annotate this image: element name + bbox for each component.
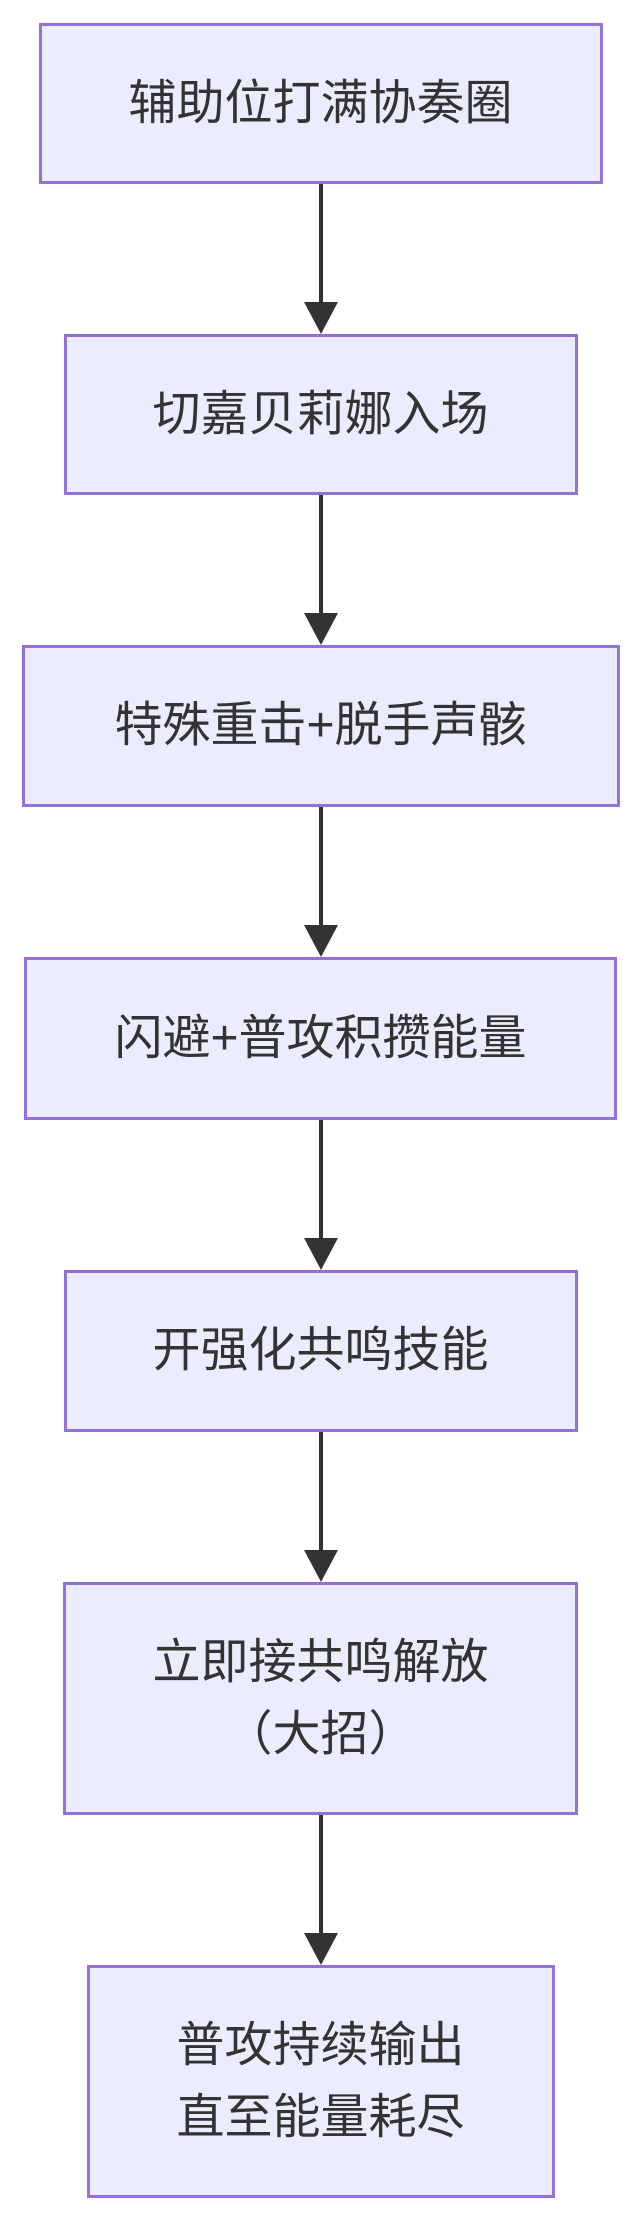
flow-node-label: 普攻持续输出: [176, 2018, 465, 2072]
flow-arrow: [303, 1432, 338, 1582]
flow-node-label: 闪避+普攻积攒能量: [114, 1011, 527, 1065]
flow-arrow: [303, 495, 338, 645]
arrow-line: [318, 1120, 323, 1239]
arrow-line: [318, 1432, 323, 1551]
flow-node-label: 切嘉贝莉娜入场: [152, 387, 489, 441]
arrow-line: [318, 1815, 323, 1934]
flow-node-heavy-attack-echo: 特殊重击+脱手声骸: [21, 645, 620, 807]
arrow-line: [318, 495, 323, 614]
flow-node-label: 直至能量耗尽: [176, 2090, 465, 2144]
flow-node-dodge-charge-energy: 闪避+普攻积攒能量: [24, 957, 617, 1120]
flow-node-label: 开强化共鸣技能: [152, 1324, 489, 1377]
flow-node-support-concerto: 辅助位打满协奏圈: [38, 23, 603, 184]
flow-node-label: （大招）: [224, 1707, 417, 1761]
flow-arrow: [303, 1120, 338, 1270]
flow-node-sustained-output: 普攻持续输出 直至能量耗尽: [86, 1965, 555, 2198]
arrow-down-icon: [303, 1933, 338, 1965]
flow-arrow: [303, 807, 338, 957]
flow-arrow: [303, 1815, 338, 1965]
arrow-down-icon: [303, 1238, 338, 1270]
arrow-down-icon: [303, 925, 338, 957]
flow-node-switch-character: 切嘉贝莉娜入场: [63, 334, 578, 495]
flow-node-label: 特殊重击+脱手声骸: [114, 699, 527, 752]
arrow-down-icon: [303, 1550, 338, 1582]
arrow-line: [318, 807, 323, 926]
flow-arrow: [303, 184, 338, 334]
flow-node-resonance-liberation: 立即接共鸣解放 （大招）: [63, 1582, 578, 1815]
arrow-down-icon: [303, 613, 338, 645]
flow-node-label: 立即接共鸣解放: [152, 1635, 489, 1689]
arrow-line: [318, 184, 323, 303]
arrow-down-icon: [303, 302, 338, 334]
flow-node-enhanced-resonance-skill: 开强化共鸣技能: [63, 1270, 578, 1432]
flow-node-label: 辅助位打满协奏圈: [128, 76, 513, 130]
